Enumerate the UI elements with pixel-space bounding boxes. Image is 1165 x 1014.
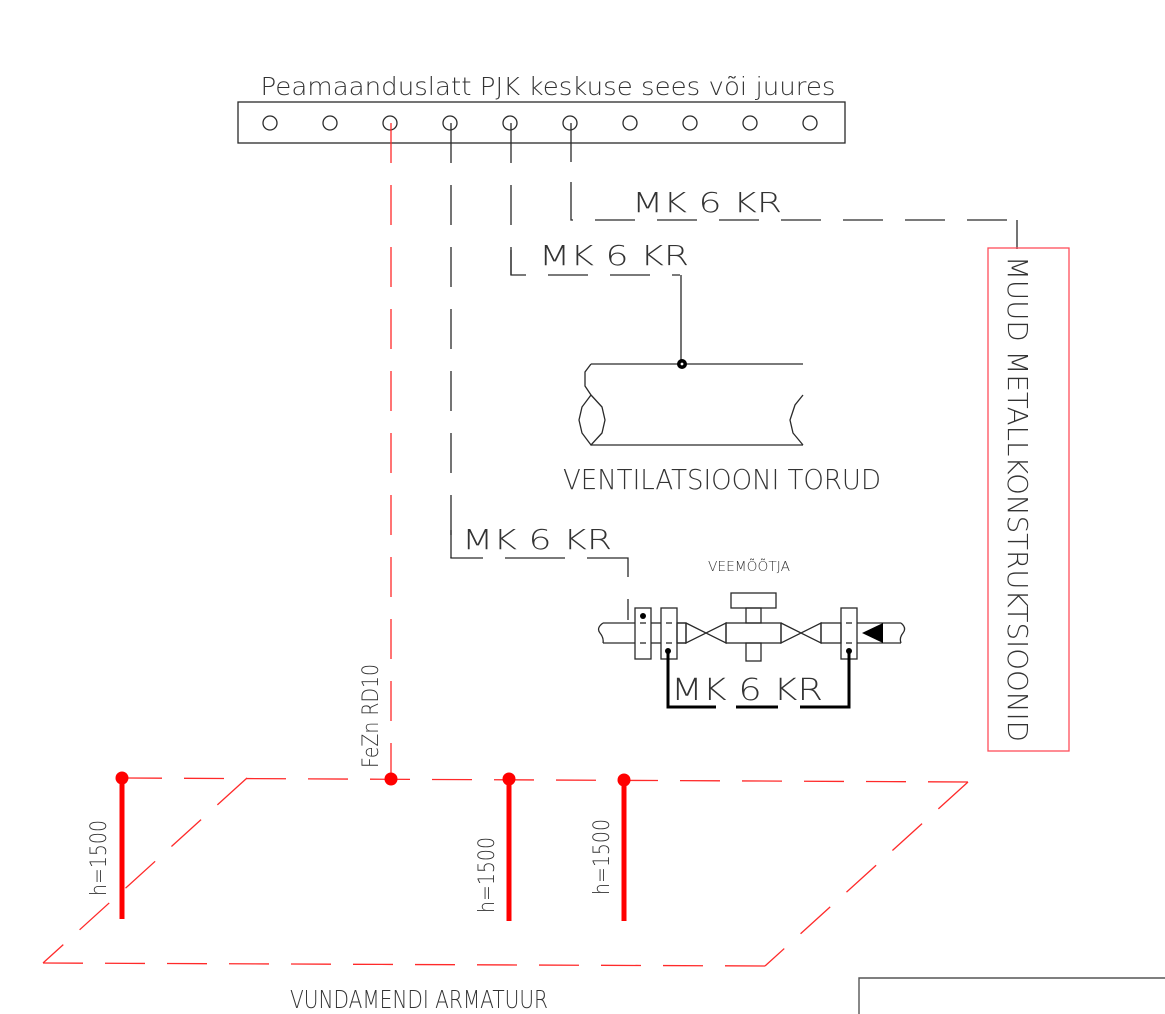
meter-stem xyxy=(745,607,762,624)
busbar-terminal xyxy=(382,115,398,131)
earthing-conductor-label: FeZn RD10 xyxy=(359,664,384,768)
pipe-clamp-1 xyxy=(634,607,652,660)
title-block-frame xyxy=(858,977,1165,1014)
pipe-right-break xyxy=(899,622,906,644)
flow-direction-arrow-icon xyxy=(862,623,883,643)
metal-structures-frame xyxy=(987,247,1070,752)
clamp-1-connection-point xyxy=(640,613,646,619)
busbar-terminals xyxy=(262,115,818,131)
pipe-left-break xyxy=(578,363,606,447)
main-earthing-busbar: Peamaanduslatt PJK keskuse sees või juur… xyxy=(237,72,846,144)
meter-body xyxy=(725,622,782,644)
foundation-top-edge xyxy=(121,777,969,783)
earthing-rod: h=1500 xyxy=(590,773,631,921)
busbar-title: Peamaanduslatt PJK keskuse sees või juur… xyxy=(261,72,836,101)
valve-1 xyxy=(685,621,727,645)
busbar-terminal xyxy=(742,115,758,131)
pipe-clamp-point-hole xyxy=(680,362,684,366)
metal-structures-box: MUUD METALLKONSTRUKTSIOONID xyxy=(987,247,1070,752)
rod-head-point xyxy=(115,771,129,785)
busbar-terminal xyxy=(502,115,518,131)
busbar-terminal xyxy=(802,115,818,131)
metal-structures-feed-elbow xyxy=(570,182,1017,221)
water-meter-assembly: VEEMÕÕTJA xyxy=(597,559,906,709)
water-meter-bridge-label: MK 6 KR xyxy=(671,673,823,708)
meter-head xyxy=(730,592,777,609)
valve-2 xyxy=(780,621,822,645)
rod-height-label: h=1500 xyxy=(87,820,112,896)
meter-bottom xyxy=(745,642,762,662)
foundation-bottom-edge xyxy=(42,962,766,967)
busbar-bar xyxy=(237,101,846,144)
water-meter-feed-elbow xyxy=(450,530,629,620)
water-meter-label: VEEMÕÕTJA xyxy=(708,559,790,575)
foundation-right-edge xyxy=(764,781,969,967)
busbar-terminal xyxy=(682,115,698,131)
valve-1-collar xyxy=(676,622,687,644)
earthing-rod: h=1500 xyxy=(475,772,516,921)
ventilation-label: VENTILATSIOONI TORUD xyxy=(563,463,881,496)
ventilation-pipe: VENTILATSIOONI TORUD xyxy=(563,359,881,496)
busbar-terminal xyxy=(562,115,578,131)
busbar-terminal xyxy=(622,115,638,131)
busbar-terminal xyxy=(442,115,458,131)
foundation-earthing: FeZn RD10 h=1500 h=1500 h=1500 VUNDAMEND… xyxy=(42,664,969,1014)
rod-height-label: h=1500 xyxy=(475,837,500,913)
valve-2-collar xyxy=(820,622,842,644)
ventilation-feed-elbow xyxy=(510,250,680,276)
rod-head-point xyxy=(502,772,516,786)
busbar-terminal xyxy=(322,115,338,131)
foundation-left-edge xyxy=(42,777,248,964)
busbar-terminal xyxy=(262,115,278,131)
pipe-left-break xyxy=(597,622,604,644)
bridge-bond-right xyxy=(800,651,851,709)
metal-structures-connection-label: MK 6 KR xyxy=(632,186,782,219)
metal-structures-label: MUUD METALLKONSTRUKTSIOONID xyxy=(1001,256,1034,742)
foundation-label: VUNDAMENDI ARMATUUR xyxy=(290,985,548,1014)
bridge-bond-left xyxy=(666,651,716,709)
pipe-right-break xyxy=(789,394,804,446)
conductor-junction-point xyxy=(384,772,398,786)
water-meter-connection-label: MK 6 KR xyxy=(462,523,612,556)
rod-height-label: h=1500 xyxy=(590,819,615,895)
ventilation-connection-label: MK 6 KR xyxy=(539,239,689,272)
earthing-rod: h=1500 xyxy=(87,771,129,919)
rod-head-point xyxy=(617,773,631,787)
